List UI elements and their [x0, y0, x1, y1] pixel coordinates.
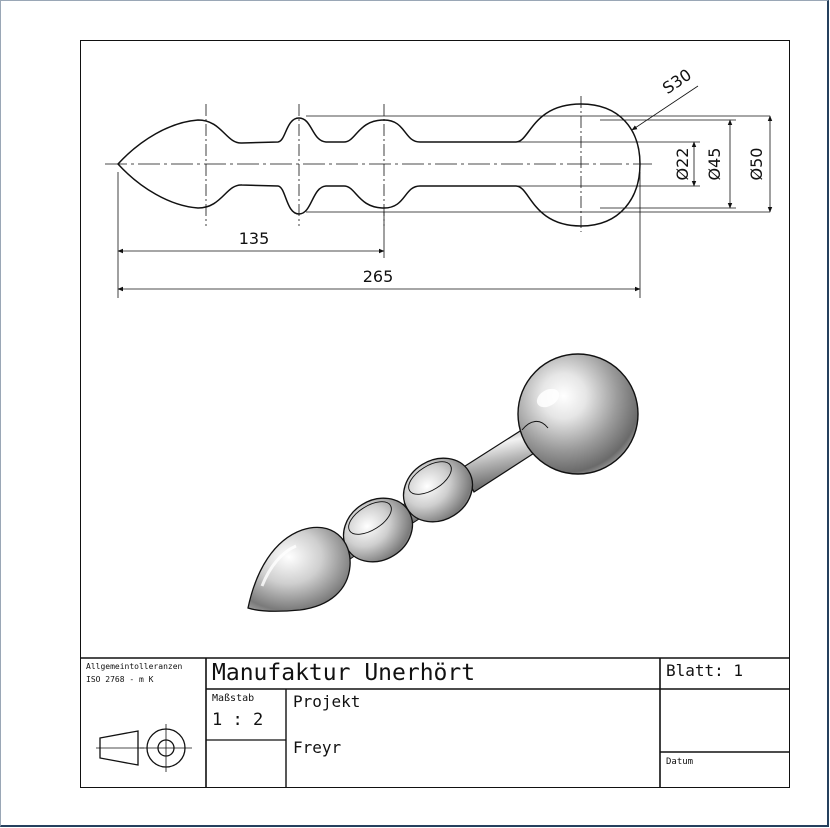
- title-block-grid: [80, 657, 789, 787]
- leader-s30: [631, 85, 699, 131]
- scale-value: 1 : 2: [212, 710, 264, 730]
- project-name: Freyr: [293, 738, 342, 757]
- dim-265: 265: [363, 267, 394, 286]
- isometric-render: [247, 353, 639, 612]
- dim-s30: S30: [659, 65, 695, 98]
- drawing-frame: [80, 40, 790, 788]
- tolerances-line1: Allgemeintolleranzen: [86, 662, 183, 671]
- scale-label: Maßstab: [212, 693, 255, 704]
- company-name: Manufaktur Unerhört: [212, 660, 476, 686]
- part-outline: [116, 103, 641, 227]
- dim-d50: Ø50: [747, 148, 766, 181]
- dim-135: 135: [239, 229, 270, 248]
- projection-symbol-icon: [96, 724, 192, 772]
- date-label: Datum: [666, 757, 694, 767]
- project-label: Projekt: [293, 692, 361, 711]
- sheet-number: Blatt: 1: [666, 661, 744, 680]
- dim-d45: Ø45: [705, 148, 724, 181]
- dim-d22: Ø22: [673, 148, 692, 181]
- tolerances-line2: ISO 2768 - m K: [86, 675, 154, 684]
